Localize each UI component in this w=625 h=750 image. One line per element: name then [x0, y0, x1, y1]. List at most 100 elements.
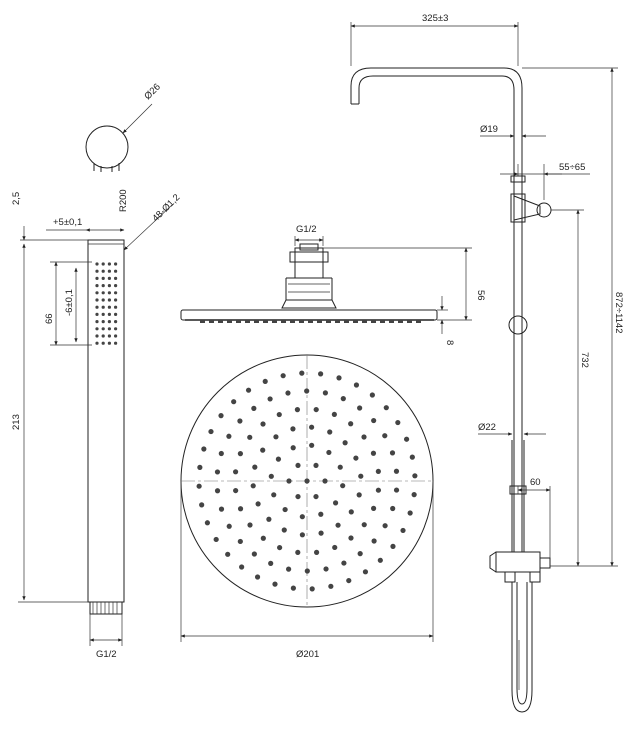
head-nozzle: [395, 419, 401, 426]
shower-column: 325±3 872÷1142 Ø19 55÷65 732 Ø22 60: [350, 13, 624, 713]
dim-bar-diameter: Ø22: [478, 422, 496, 433]
hand-nozzle: [107, 312, 111, 316]
head-side-nozzle: [299, 320, 304, 323]
head-side-nozzle: [254, 320, 259, 323]
head-nozzle: [335, 522, 341, 528]
head-nozzle: [382, 433, 388, 439]
dim-wall-depth: 2,5: [11, 192, 22, 205]
head-nozzle: [361, 522, 367, 528]
hand-nozzle: [114, 341, 118, 345]
head-nozzle: [369, 392, 375, 398]
hand-nozzle: [95, 291, 99, 295]
dim-handle-thread: G1/2: [96, 649, 117, 660]
head-nozzle: [371, 538, 377, 544]
head-nozzle: [233, 487, 239, 494]
head-nozzle: [304, 478, 310, 484]
hand-nozzle: [101, 298, 105, 302]
head-nozzle: [204, 520, 211, 526]
head-nozzle: [218, 450, 224, 457]
hand-nozzle: [114, 298, 118, 302]
hand-nozzle: [95, 284, 99, 288]
head-side-nozzle: [245, 320, 250, 323]
head-nozzle: [407, 510, 413, 516]
head-nozzle: [390, 505, 396, 512]
hand-nozzle: [107, 262, 111, 266]
head-side-nozzle: [209, 320, 214, 323]
head-nozzle: [214, 469, 221, 475]
head-side-nozzle: [416, 320, 421, 323]
hand-nozzle: [95, 341, 99, 345]
head-nozzle: [260, 535, 266, 541]
hand-nozzle: [107, 341, 111, 345]
hand-nozzle: [114, 305, 118, 309]
hand-nozzle: [107, 291, 111, 295]
head-nozzle: [197, 464, 203, 470]
head-nozzle: [322, 390, 328, 396]
head-nozzle: [255, 501, 261, 507]
head-nozzle: [239, 564, 245, 570]
hand-nozzle: [114, 262, 118, 266]
head-nozzle: [281, 527, 287, 533]
hand-nozzle: [114, 327, 118, 331]
head-nozzle: [309, 586, 315, 592]
head-nozzle: [276, 411, 282, 418]
hand-nozzle: [114, 269, 118, 273]
dim-spray-inner: -6±0,1: [64, 289, 75, 316]
dim-total-height: 872÷1142: [613, 292, 624, 334]
head-nozzle: [295, 549, 301, 556]
head-nozzle: [266, 516, 272, 522]
head-nozzle: [304, 388, 310, 394]
head-nozzle: [290, 445, 296, 451]
head-nozzle: [260, 421, 266, 427]
head-nozzle: [201, 446, 207, 452]
head-nozzle: [299, 514, 305, 520]
head-nozzle: [290, 585, 296, 591]
head-nozzle: [390, 543, 396, 549]
hand-nozzle: [107, 269, 111, 273]
head-nozzle: [337, 464, 343, 470]
head-nozzle: [353, 382, 360, 388]
head-nozzle: [245, 387, 252, 393]
head-nozzle: [327, 429, 333, 435]
head-nozzle: [358, 473, 364, 479]
head-nozzle: [247, 434, 253, 440]
head-nozzle: [252, 464, 258, 470]
head-side-nozzle: [272, 320, 277, 323]
head-nozzle: [340, 483, 346, 489]
head-shower-nozzles: [196, 370, 418, 592]
head-nozzle: [411, 492, 417, 498]
hand-nozzle: [107, 305, 111, 309]
hand-nozzle: [95, 305, 99, 309]
head-nozzle: [313, 462, 319, 469]
head-side-nozzle: [407, 320, 412, 323]
head-nozzle: [304, 568, 310, 574]
head-side-nozzle: [290, 320, 295, 323]
head-nozzle: [237, 451, 244, 457]
dim-nozzles: 48-Ø1,2: [150, 192, 182, 224]
head-nozzle: [225, 551, 231, 557]
head-nozzle: [286, 478, 292, 484]
hand-nozzle: [101, 284, 105, 288]
dim-spray-length: 66: [44, 313, 55, 324]
hand-nozzle: [107, 334, 111, 338]
head-nozzle: [294, 407, 301, 413]
head-nozzle: [318, 371, 324, 377]
head-nozzle: [400, 527, 406, 534]
head-nozzle: [299, 532, 305, 538]
head-nozzle: [237, 506, 244, 512]
head-nozzle: [403, 436, 410, 442]
hand-nozzle: [95, 327, 99, 331]
hand-nozzle: [107, 327, 111, 331]
hand-nozzle: [95, 320, 99, 324]
head-nozzle: [357, 405, 363, 411]
head-nozzle: [268, 560, 274, 566]
head-nozzle: [280, 373, 286, 379]
head-nozzle: [393, 487, 400, 493]
head-nozzle: [247, 522, 253, 528]
head-side-nozzle: [335, 320, 340, 323]
hand-nozzle: [107, 284, 111, 288]
head-shower-top-view: Ø201: [180, 354, 434, 660]
head-nozzle: [370, 505, 377, 511]
head-nozzle: [295, 462, 301, 469]
